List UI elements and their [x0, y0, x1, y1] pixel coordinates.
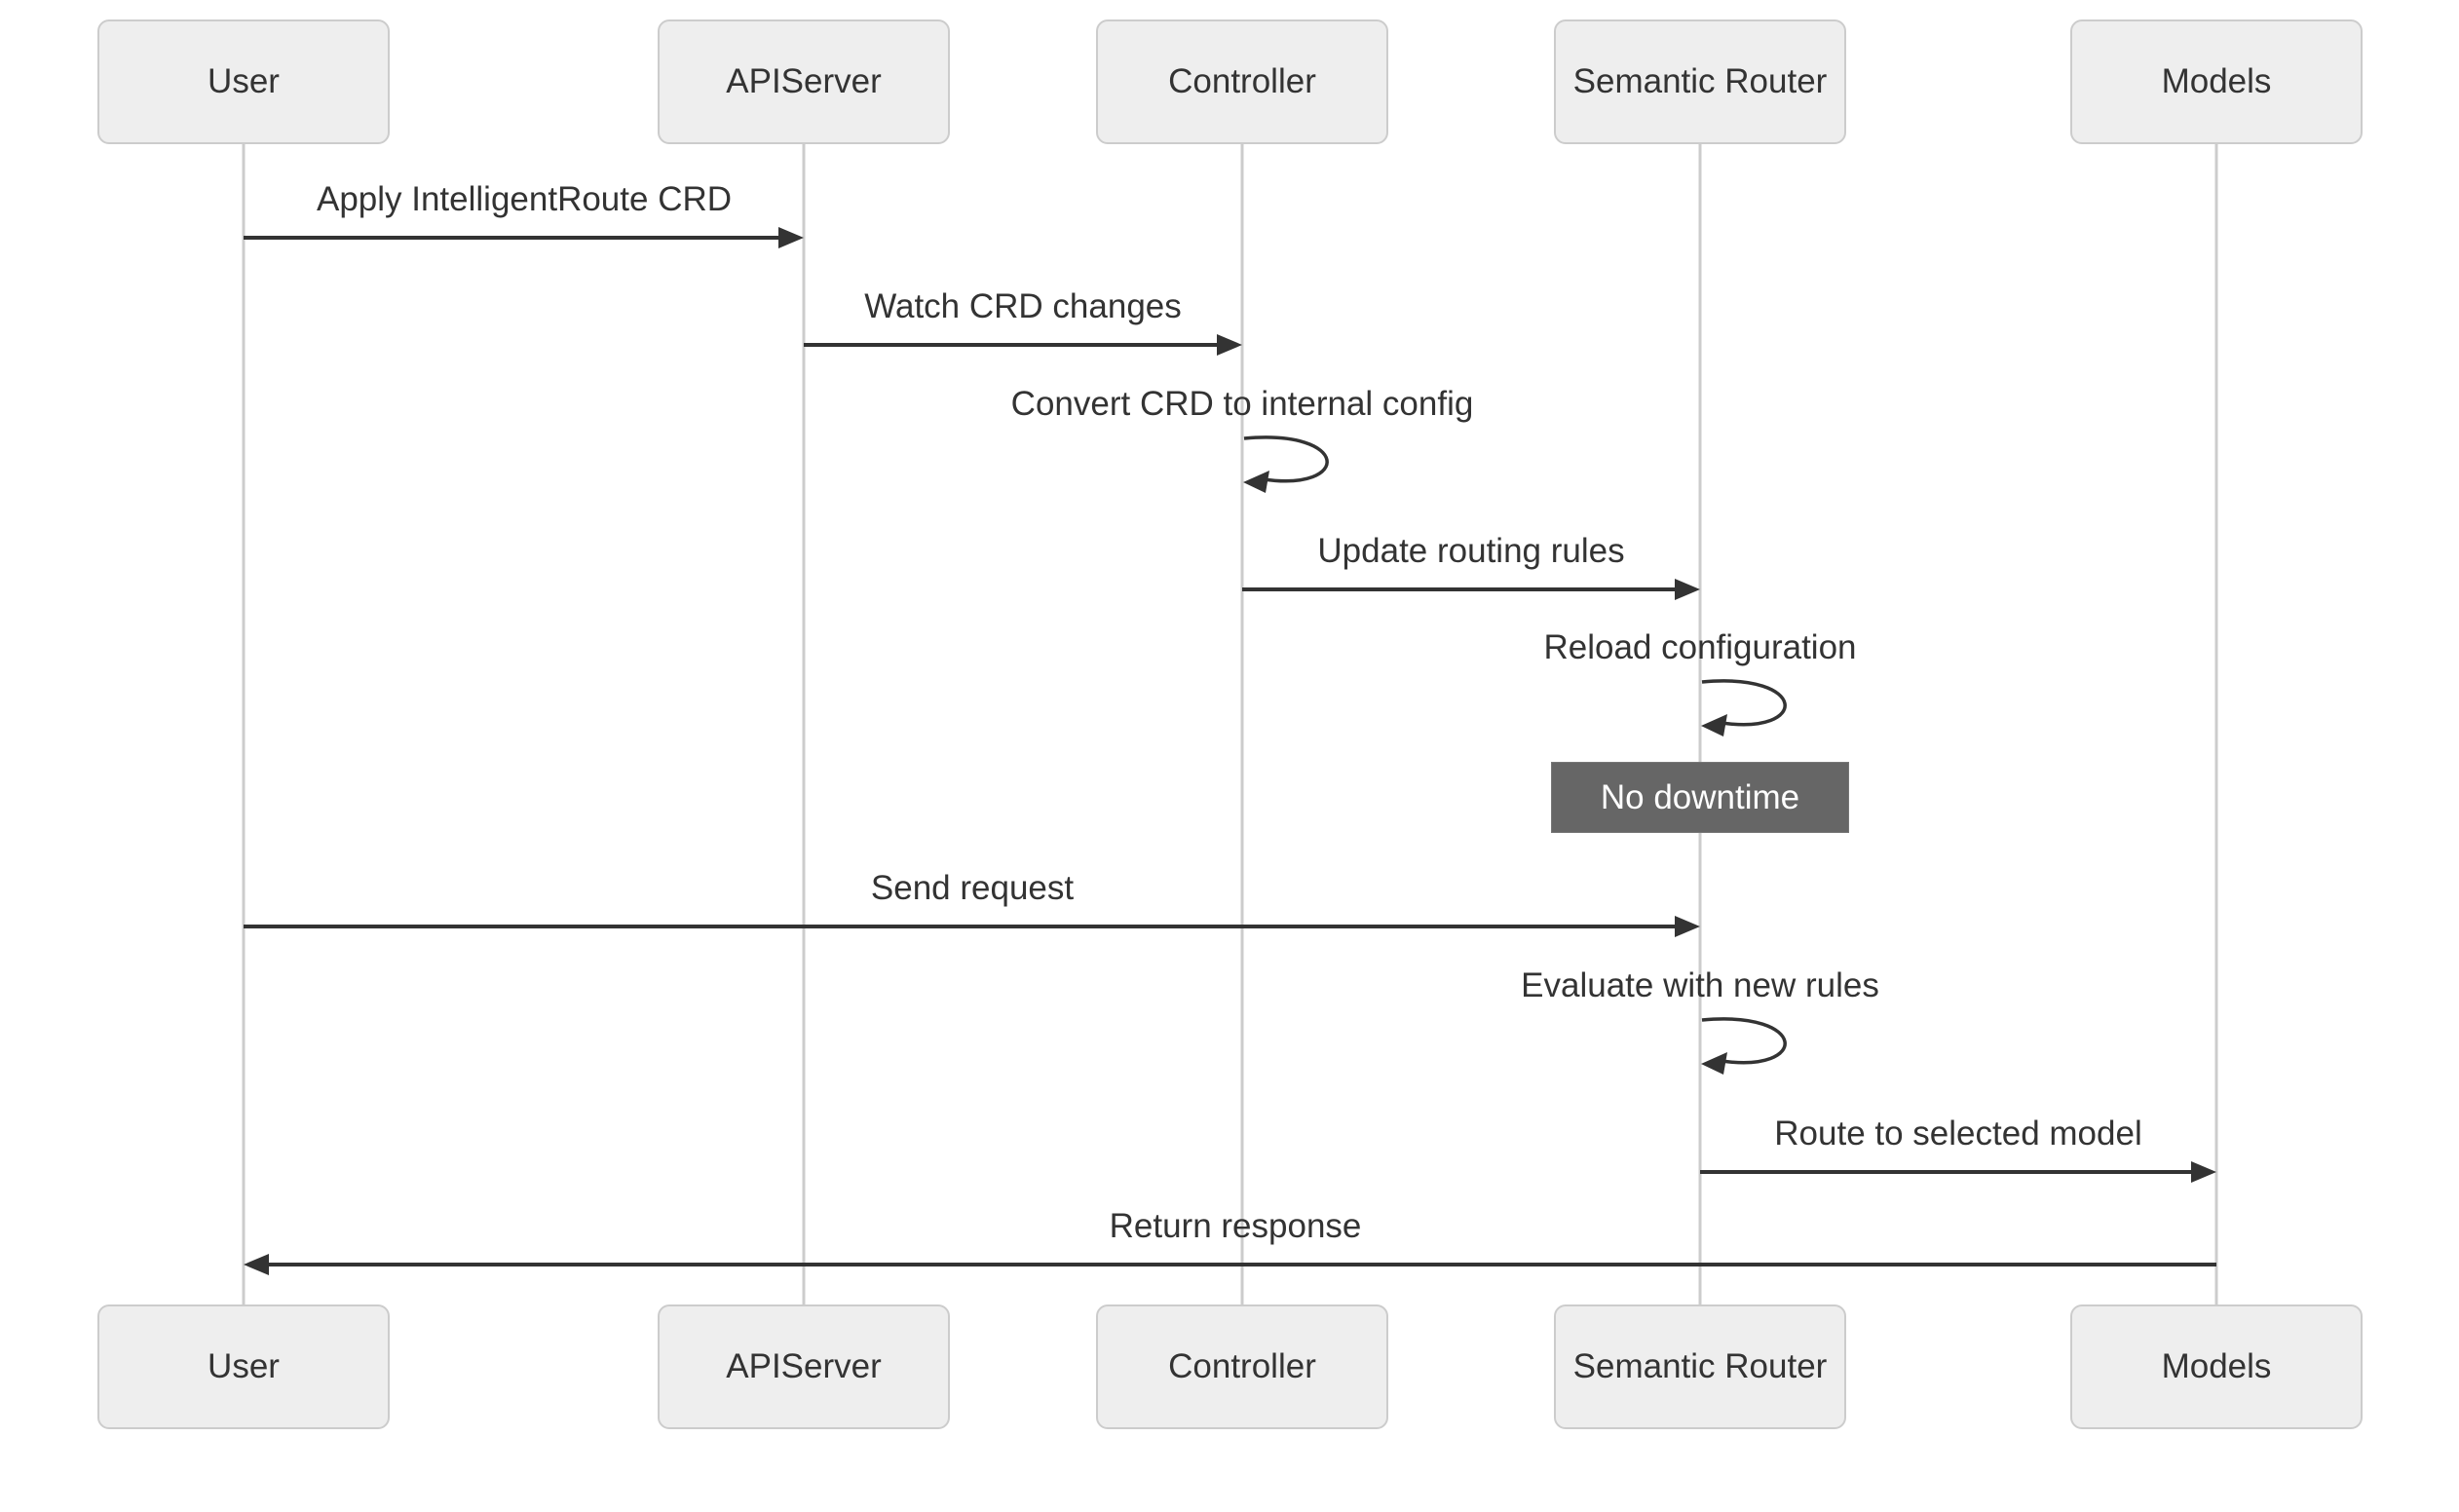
actor-label-models: Models: [2161, 1347, 2272, 1385]
actor-box-semantic-router-top: Semantic Router: [1554, 19, 1846, 144]
message-label-evaluate-rules: Evaluate with new rules: [1521, 966, 1879, 1004]
arrowhead-send-request: [1675, 916, 1700, 937]
arrowhead-watch-crd: [1217, 334, 1242, 356]
arrowhead-evaluate-rules: [1701, 1052, 1727, 1075]
message-label-watch-crd: Watch CRD changes: [864, 287, 1182, 325]
actor-label-apiserver: APIServer: [726, 1347, 882, 1385]
selfloop-convert-crd: [1243, 435, 1329, 483]
actor-label-semantic-router: Semantic Router: [1572, 62, 1828, 100]
message-label-convert-crd: Convert CRD to internal config: [1010, 385, 1474, 423]
actor-box-user-bottom: User: [97, 1304, 390, 1429]
selfloop-reload-config: [1701, 679, 1787, 727]
arrowhead-apply-crd: [778, 227, 804, 248]
message-label-route-model: Route to selected model: [1774, 1115, 2142, 1153]
actor-label-controller: Controller: [1168, 1347, 1316, 1385]
message-label-update-rules: Update routing rules: [1317, 532, 1625, 570]
message-label-apply-crd: Apply IntelligentRoute CRD: [316, 180, 733, 218]
arrowhead-convert-crd: [1243, 471, 1269, 493]
message-label-return-response: Return response: [1109, 1207, 1362, 1245]
actor-label-user: User: [208, 62, 280, 100]
arrowhead-reload-config: [1701, 714, 1727, 737]
actor-box-models-bottom: Models: [2070, 1304, 2363, 1429]
message-label-reload-config: Reload configuration: [1543, 628, 1857, 666]
actor-box-controller-bottom: Controller: [1096, 1304, 1388, 1429]
actor-label-controller: Controller: [1168, 62, 1316, 100]
actor-label-semantic-router: Semantic Router: [1572, 1347, 1828, 1385]
arrowhead-route-model: [2191, 1161, 2216, 1183]
actor-label-user: User: [208, 1347, 280, 1385]
actor-label-models: Models: [2161, 62, 2272, 100]
actor-label-apiserver: APIServer: [726, 62, 882, 100]
arrowhead-return-response: [244, 1254, 269, 1275]
actor-box-apiserver-top: APIServer: [658, 19, 950, 144]
arrowhead-update-rules: [1675, 579, 1700, 600]
actor-box-models-top: Models: [2070, 19, 2363, 144]
actor-box-controller-top: Controller: [1096, 19, 1388, 144]
message-label-send-request: Send request: [870, 869, 1075, 907]
actor-box-semantic-router-bottom: Semantic Router: [1554, 1304, 1846, 1429]
actor-box-apiserver-bottom: APIServer: [658, 1304, 950, 1429]
selfloop-evaluate-rules: [1701, 1017, 1787, 1065]
actor-box-user-top: User: [97, 19, 390, 144]
note-no-downtime: No downtime: [1551, 762, 1849, 833]
note-text: No downtime: [1600, 777, 1800, 816]
